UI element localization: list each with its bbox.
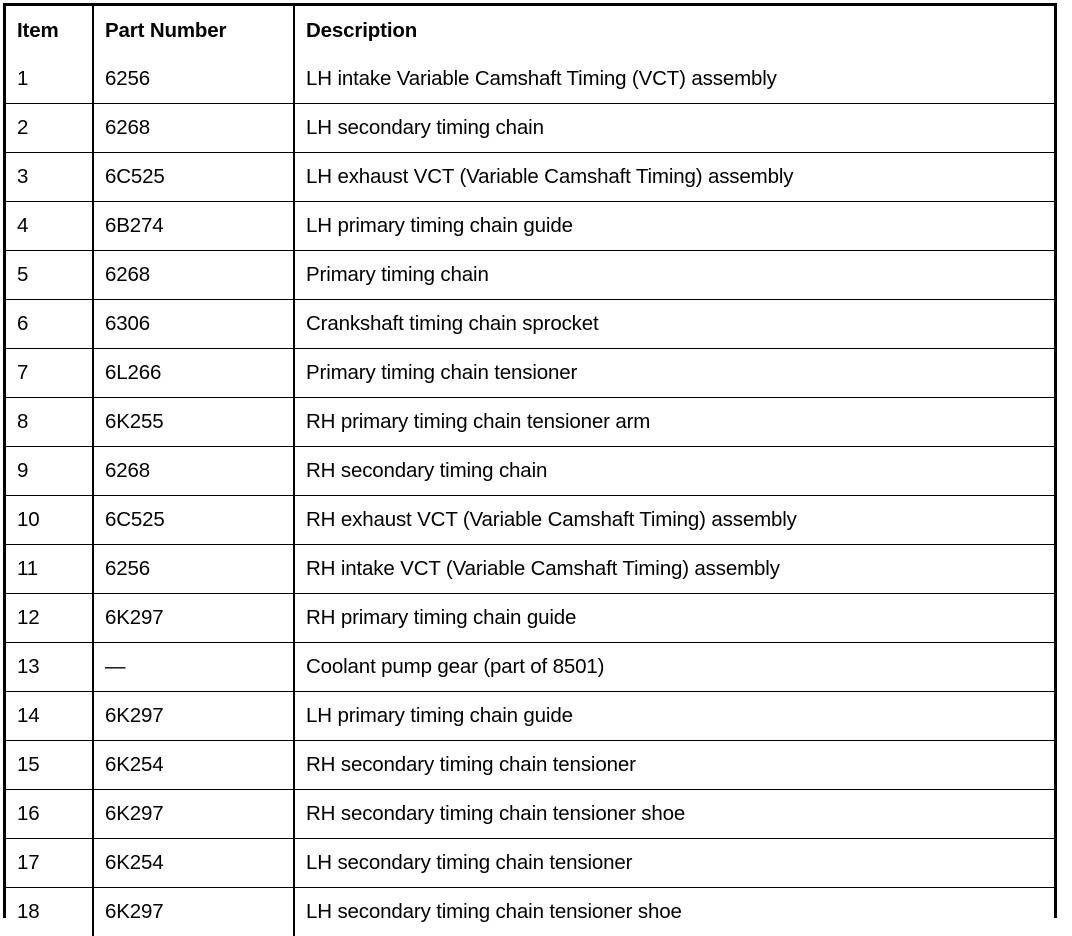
cell-description: RH secondary timing chain tensioner shoe bbox=[294, 790, 1054, 839]
cell-description: Coolant pump gear (part of 8501) bbox=[294, 643, 1054, 692]
cell-part-number: 6256 bbox=[93, 545, 294, 594]
cell-description: LH primary timing chain guide bbox=[294, 692, 1054, 741]
table-row: 13—Coolant pump gear (part of 8501) bbox=[6, 643, 1054, 692]
cell-part-number: 6K297 bbox=[93, 692, 294, 741]
cell-part-number: 6268 bbox=[93, 251, 294, 300]
cell-item: 15 bbox=[6, 741, 93, 790]
column-header-description: Description bbox=[294, 6, 1054, 55]
cell-description: Primary timing chain bbox=[294, 251, 1054, 300]
cell-item: 7 bbox=[6, 349, 93, 398]
cell-item: 5 bbox=[6, 251, 93, 300]
cell-description: Primary timing chain tensioner bbox=[294, 349, 1054, 398]
cell-item: 2 bbox=[6, 104, 93, 153]
cell-description: RH secondary timing chain bbox=[294, 447, 1054, 496]
cell-part-number: 6K255 bbox=[93, 398, 294, 447]
cell-part-number: 6268 bbox=[93, 104, 294, 153]
cell-item: 6 bbox=[6, 300, 93, 349]
cell-item: 16 bbox=[6, 790, 93, 839]
cell-part-number: 6268 bbox=[93, 447, 294, 496]
cell-description: LH exhaust VCT (Variable Camshaft Timing… bbox=[294, 153, 1054, 202]
cell-description: RH primary timing chain guide bbox=[294, 594, 1054, 643]
cell-part-number: 6B274 bbox=[93, 202, 294, 251]
table-header-row: Item Part Number Description bbox=[6, 6, 1054, 55]
cell-part-number: — bbox=[93, 643, 294, 692]
cell-description: Crankshaft timing chain sprocket bbox=[294, 300, 1054, 349]
cell-item: 3 bbox=[6, 153, 93, 202]
cell-description: RH primary timing chain tensioner arm bbox=[294, 398, 1054, 447]
column-header-item: Item bbox=[6, 6, 93, 55]
cell-item: 12 bbox=[6, 594, 93, 643]
table-header: Item Part Number Description bbox=[6, 6, 1054, 55]
cell-item: 14 bbox=[6, 692, 93, 741]
cell-item: 13 bbox=[6, 643, 93, 692]
cell-part-number: 6256 bbox=[93, 55, 294, 104]
cell-part-number: 6C525 bbox=[93, 496, 294, 545]
cell-description: RH intake VCT (Variable Camshaft Timing)… bbox=[294, 545, 1054, 594]
cell-part-number: 6K254 bbox=[93, 839, 294, 888]
cell-item: 1 bbox=[6, 55, 93, 104]
cell-item: 10 bbox=[6, 496, 93, 545]
cell-part-number: 6L266 bbox=[93, 349, 294, 398]
cell-item: 18 bbox=[6, 888, 93, 936]
cell-part-number: 6306 bbox=[93, 300, 294, 349]
cell-description: RH secondary timing chain tensioner bbox=[294, 741, 1054, 790]
cell-item: 9 bbox=[6, 447, 93, 496]
cell-description: LH secondary timing chain tensioner shoe bbox=[294, 888, 1054, 936]
cell-item: 4 bbox=[6, 202, 93, 251]
cell-item: 8 bbox=[6, 398, 93, 447]
cell-description: LH primary timing chain guide bbox=[294, 202, 1054, 251]
cell-item: 17 bbox=[6, 839, 93, 888]
cell-part-number: 6K254 bbox=[93, 741, 294, 790]
cell-description: LH secondary timing chain tensioner bbox=[294, 839, 1054, 888]
cell-part-number: 6K297 bbox=[93, 790, 294, 839]
cell-item: 11 bbox=[6, 545, 93, 594]
cell-part-number: 6C525 bbox=[93, 153, 294, 202]
cell-description: RH exhaust VCT (Variable Camshaft Timing… bbox=[294, 496, 1054, 545]
cell-description: LH intake Variable Camshaft Timing (VCT)… bbox=[294, 55, 1054, 104]
column-header-part-number: Part Number bbox=[93, 6, 294, 55]
cell-description: LH secondary timing chain bbox=[294, 104, 1054, 153]
cell-part-number: 6K297 bbox=[93, 594, 294, 643]
cell-part-number: 6K297 bbox=[93, 888, 294, 936]
